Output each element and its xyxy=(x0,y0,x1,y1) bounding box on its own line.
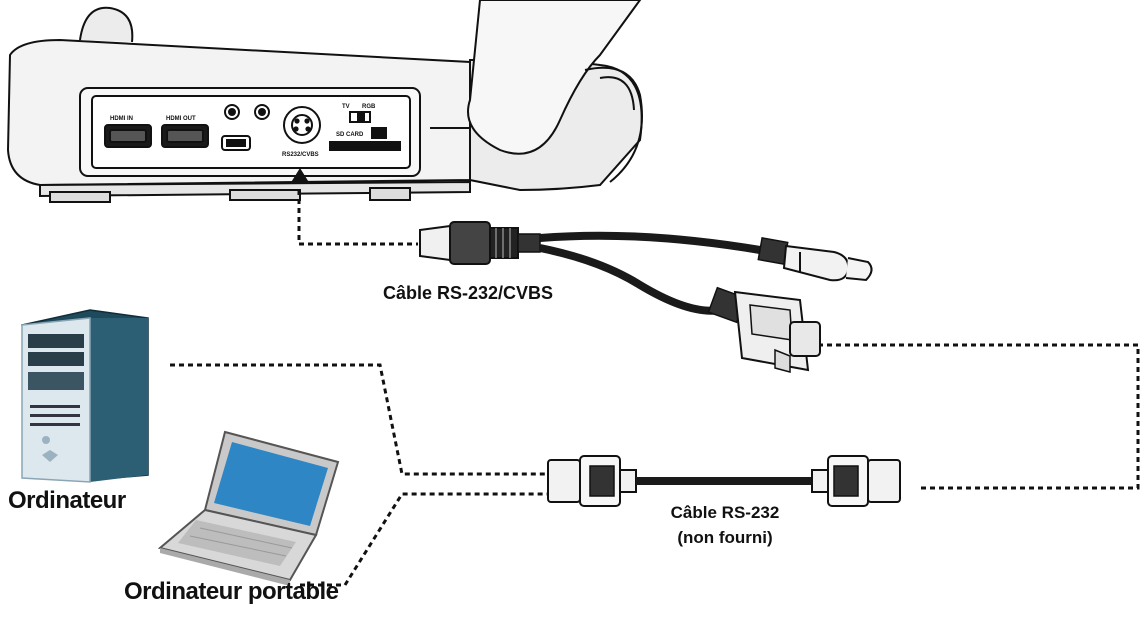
tv-rgb-switch: TV RGB xyxy=(342,104,376,123)
laptop-computer-label: Ordinateur portable xyxy=(124,578,339,605)
rs232-cable-label: Câble RS-232 xyxy=(670,503,780,522)
db9-female-connector xyxy=(707,286,821,373)
rs232-cvbs-port-label: RS232/CVBS xyxy=(282,152,319,158)
hdmi-in-label: HDMI IN xyxy=(110,116,133,122)
connection-lines xyxy=(170,190,1140,587)
sd-card-slot: SD CARD xyxy=(329,127,401,151)
rs232-cvbs-cable-label: Câble RS-232/CVBS xyxy=(383,283,554,303)
laptop-icon xyxy=(157,430,340,586)
sd-card-label: SD CARD xyxy=(336,132,364,138)
hdmi-in-port: HDMI IN xyxy=(104,116,152,148)
desktop-tower-icon xyxy=(20,309,149,483)
desktop-computer-label: Ordinateur xyxy=(8,487,126,514)
switch-rgb-label: RGB xyxy=(362,104,376,110)
rs232-cvbs-cable xyxy=(419,221,873,373)
rs232-cable xyxy=(547,455,901,507)
rs232-cable-note: (non fourni) xyxy=(677,528,773,547)
rs232-cvbs-port: RS232/CVBS xyxy=(282,106,321,158)
switch-tv-label: TV xyxy=(342,104,350,110)
document-camera: HDMI IN HDMI OUT RS232/CVBS TV RGB xyxy=(6,0,643,203)
hdmi-out-port: HDMI OUT xyxy=(161,116,209,148)
hdmi-out-label: HDMI OUT xyxy=(166,116,196,122)
